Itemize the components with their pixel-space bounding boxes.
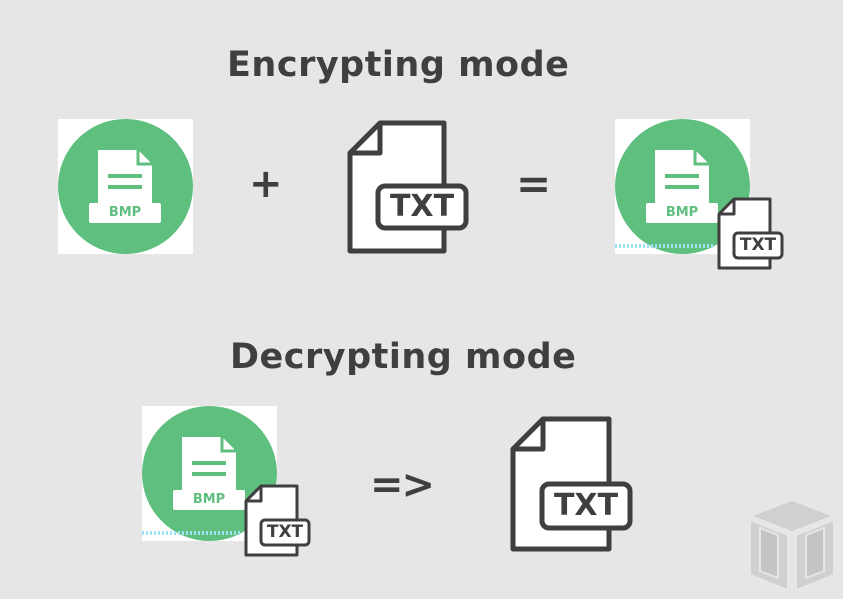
small-txt-label: TXT	[739, 235, 777, 255]
bmp-with-txt-icon: BMP	[615, 119, 750, 254]
small-txt-label: TXT	[266, 522, 304, 542]
decrypting-mode-title: Decrypting mode	[230, 337, 577, 377]
small-txt-file-icon: TXT	[243, 483, 313, 559]
bmp-label: BMP	[665, 205, 699, 220]
arrow-operator: =>	[370, 462, 435, 508]
bmp-label: BMP	[192, 492, 226, 507]
txt-file-icon: TXT	[508, 414, 633, 554]
small-txt-file-icon: TXT	[716, 196, 786, 272]
txt-label: TXT	[553, 488, 619, 523]
txt-label: TXT	[389, 189, 455, 224]
bmp-label: BMP	[108, 205, 142, 220]
plus-operator: +	[249, 161, 283, 207]
txt-file-icon: TXT	[345, 118, 470, 256]
equals-operator: =	[516, 159, 552, 208]
encrypting-mode-title: Encrypting mode	[227, 45, 570, 85]
bmp-file-icon: BMP	[58, 119, 193, 254]
watermark-logo	[748, 498, 836, 592]
